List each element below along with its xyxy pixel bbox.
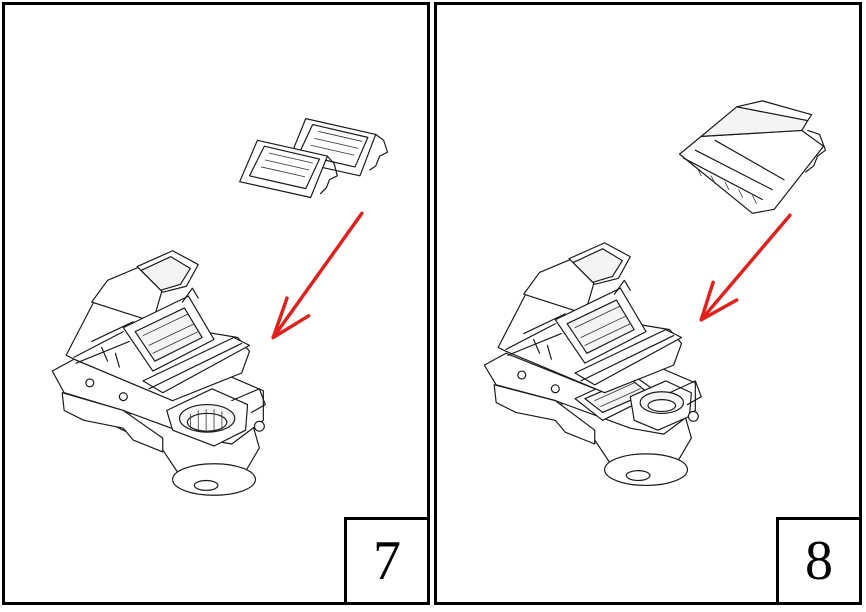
install-arrow (271, 211, 364, 340)
step-number-box: 7 (344, 517, 430, 605)
heater-housing-icon (483, 242, 702, 487)
filter-covers-icon (239, 118, 389, 199)
step-number: 8 (805, 530, 833, 592)
step-8-illustration (483, 100, 827, 487)
step-number-box: 8 (776, 517, 862, 605)
install-arrow (699, 213, 792, 322)
step-number: 7 (373, 530, 401, 592)
heater-housing-icon (51, 250, 266, 496)
step-7-illustration (51, 118, 389, 496)
air-duct-cover-icon (678, 100, 827, 214)
step-panel-8: 8 (434, 2, 862, 605)
step-panel-7: 7 (2, 2, 430, 605)
